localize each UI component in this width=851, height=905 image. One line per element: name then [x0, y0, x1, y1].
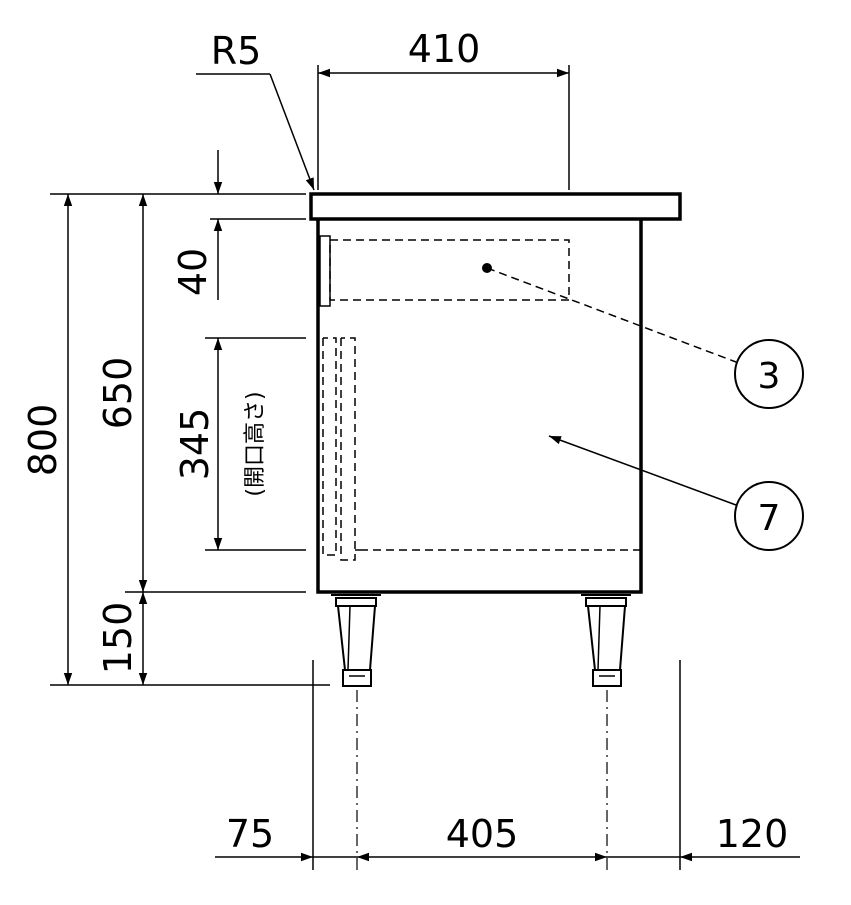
dim-total-height: 800 — [21, 404, 65, 477]
compartment-handle — [319, 235, 331, 307]
dim-top-thickness: 40 — [171, 248, 215, 296]
dim-rear-offset: 120 — [716, 812, 789, 856]
callout-7-circle — [734, 481, 804, 551]
door-frame-outer — [340, 337, 356, 561]
r5-leader — [269, 73, 315, 191]
front-leg — [331, 594, 381, 687]
dim-body-height: 650 — [96, 357, 140, 430]
callout-3-leader — [486, 267, 737, 363]
callout-7-number: 7 — [758, 498, 781, 539]
dim-leg-height: 150 — [96, 602, 140, 675]
dim-front-offset: 75 — [226, 812, 274, 856]
dim-top-depth: 410 — [408, 27, 481, 71]
callout-3-number: 3 — [758, 356, 781, 397]
cabinet-outline — [316, 219, 643, 594]
dim-corner-radius: R5 — [211, 29, 262, 73]
cabinet-body — [309, 192, 682, 594]
door-frame-inner — [322, 337, 337, 556]
dim-opening-note: (開口高さ) — [243, 391, 268, 496]
callout-3-circle — [734, 339, 804, 409]
hidden-compartment — [329, 239, 570, 301]
rear-leg — [581, 594, 631, 687]
dim-leg-spacing: 405 — [446, 812, 519, 856]
countertop — [309, 192, 682, 221]
dim-opening-height: 345 — [173, 408, 217, 481]
extension-lines — [50, 65, 681, 870]
callout-7-leader — [548, 435, 737, 506]
